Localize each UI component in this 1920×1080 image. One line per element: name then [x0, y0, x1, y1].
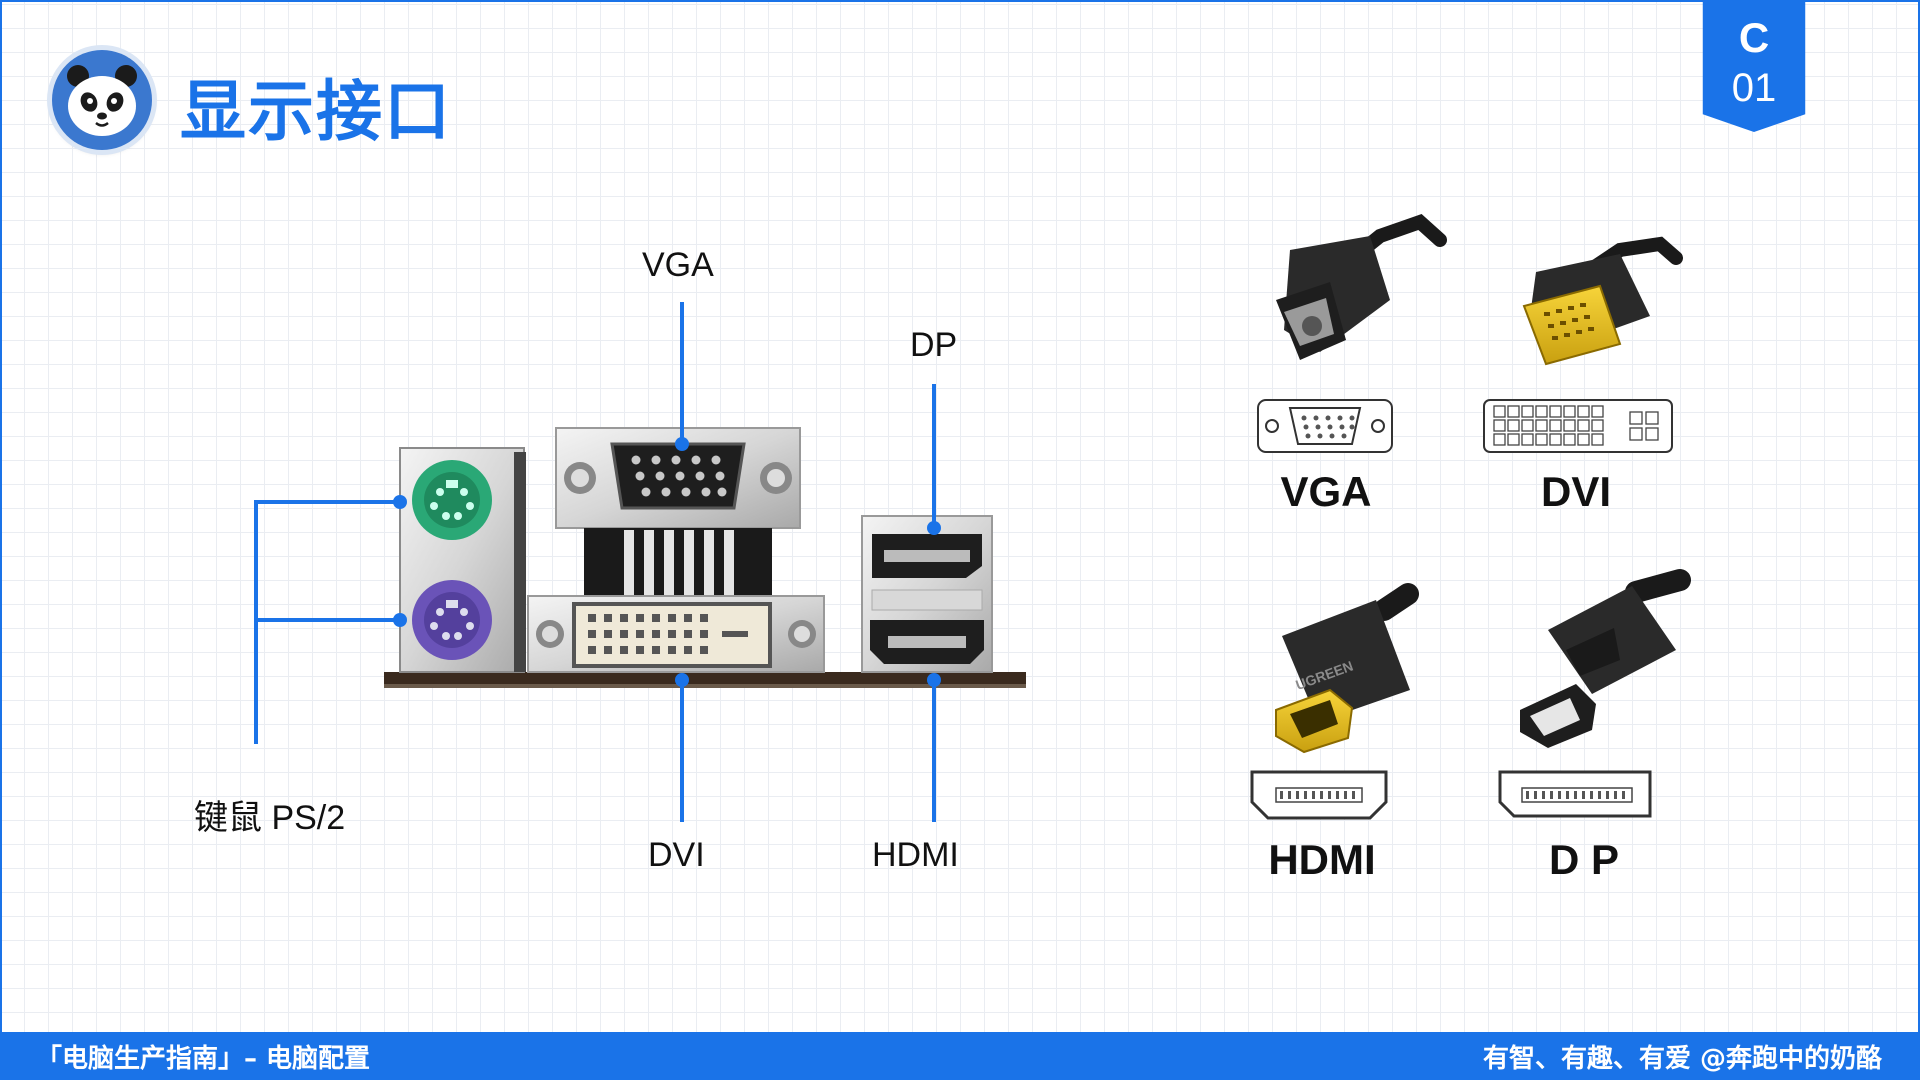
- dp-pinout-diagram: [1498, 770, 1652, 818]
- connector-vga-label: VGA: [1280, 468, 1372, 515]
- badge-letter: C: [1738, 14, 1770, 61]
- dvi-port: [527, 595, 825, 673]
- displayport-port: [872, 534, 982, 578]
- panda-icon: [67, 65, 137, 136]
- ps2-keyboard-port: [412, 460, 492, 540]
- connector-dp-label: D P: [1548, 836, 1619, 883]
- pcb-board: [384, 672, 1026, 684]
- ps2-leader: [254, 500, 400, 744]
- dvi-cable-image: [1522, 236, 1683, 366]
- hdmi-label: HDMI: [872, 836, 959, 874]
- footer-series-title: 「电脑生产指南」– 电脑配置: [36, 1044, 371, 1074]
- badge-number: 01: [1731, 66, 1777, 110]
- dp-label: DP: [910, 326, 958, 364]
- vga-pinout-diagram: [1257, 399, 1393, 453]
- dp-hdmi-stack: [861, 515, 993, 673]
- vga-label: VGA: [642, 246, 714, 284]
- vga-cable-image: [1276, 214, 1447, 360]
- dvi-pinout-diagram: [1483, 399, 1673, 453]
- section-badge: [1702, 0, 1806, 133]
- panda-logo: [52, 50, 152, 150]
- ps2-label: 键鼠 PS/2: [194, 799, 346, 837]
- page-title: 显示接口: [180, 73, 452, 150]
- footer-slogan: 有智、有趣、有爱 @奔跑中的奶酪: [1482, 1044, 1882, 1074]
- ps2-port-stack: [399, 447, 526, 673]
- dp-cable-image: [1520, 569, 1691, 748]
- hdmi-port: [870, 620, 984, 664]
- hdmi-pinout-diagram: [1250, 770, 1388, 820]
- ps2-mouse-port: [412, 580, 492, 660]
- hdmi-cable-image: [1275, 583, 1419, 754]
- connector-hdmi-label: HDMI: [1268, 836, 1376, 883]
- connector-dvi-label: DVI: [1540, 468, 1611, 515]
- footer-bar: 「电脑生产指南」– 电脑配置 有智、有趣、有爱 @奔跑中的奶酪: [0, 1032, 1920, 1080]
- dvi-label: DVI: [648, 836, 705, 874]
